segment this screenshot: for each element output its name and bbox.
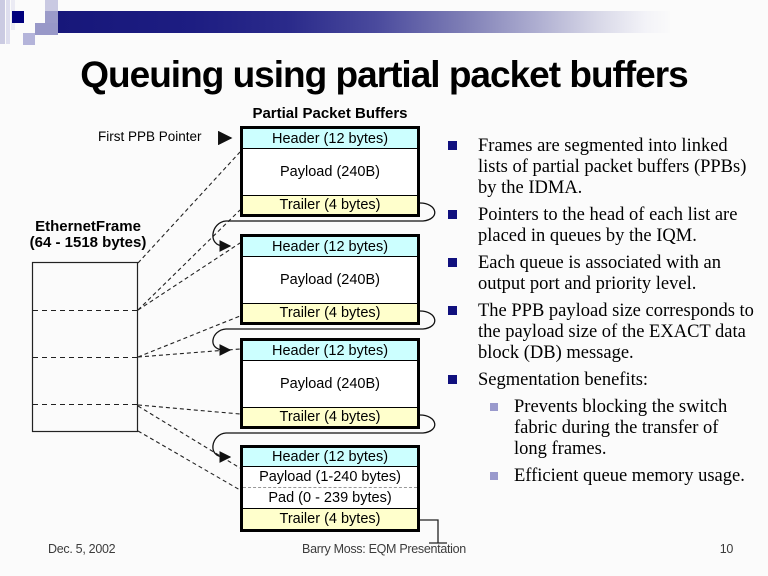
deco-square [12,11,24,23]
bullet-square-icon [448,258,457,267]
bullet-text: Efficient queue memory usage. [514,466,745,486]
bullet-square-icon [448,210,457,219]
ppb4-header-row: Header (12 bytes) [243,448,417,467]
ethernet-frame-label: EthernetFrame (64 - 1518 bytes) [18,219,158,251]
banner-gradient-bar [58,11,670,33]
list-item: Segmentation benefits: [445,370,761,391]
ethernet-frame-box [31,261,139,433]
slide-footer: Dec. 5, 2002 Barry Moss: EQM Presentatio… [0,542,768,558]
bullet-square-icon [448,141,457,150]
ppb-box-3: Header (12 bytes) Payload (240B) Trailer… [240,338,420,429]
ppb3-payload-row: Payload (240B) [243,361,417,408]
sub-bullet-square-icon [490,472,498,480]
ppb1-payload-row: Payload (240B) [243,149,417,196]
bullet-text: Prevents blocking the switch fabric duri… [514,397,728,459]
footer-page-number: 10 [719,542,734,556]
bullet-text: Pointers to the head of each list are pl… [478,205,738,246]
ppb1-header-row: Header (12 bytes) [243,129,417,149]
bullet-square-icon [448,306,457,315]
deco-square [45,0,58,11]
ppb1-trailer-row: Trailer (4 bytes) [243,196,417,214]
partial-packet-buffers-label: Partial Packet Buffers [252,105,408,122]
bullet-list: Frames are segmented into linked lists o… [445,136,761,493]
ethernet-frame-label-line2: (64 - 1518 bytes) [29,234,147,251]
deco-stripe [6,0,10,44]
list-item-sub: Efficient queue memory usage. [487,466,755,487]
footer-presentation-title: Barry Moss: EQM Presentation [302,542,466,556]
ppb4-payload-row: Payload (1-240 bytes) [243,467,417,488]
deco-square [35,23,58,35]
list-item-sub: Prevents blocking the switch fabric duri… [487,397,755,460]
page-title: Queuing using partial packet buffers [80,54,689,95]
deco-square [23,33,35,45]
ppb4-pad-row: Pad (0 - 239 bytes) [243,488,417,509]
list-terminator-icon [420,519,447,544]
ethernet-frame-dividers [33,310,137,405]
ppb-box-1: Header (12 bytes) Payload (240B) Trailer… [240,126,420,217]
ppb3-trailer-row: Trailer (4 bytes) [243,408,417,426]
deco-stripe [0,0,5,44]
ppb-box-4: Header (12 bytes) Payload (1-240 bytes) … [240,445,420,532]
ppb2-header-row: Header (12 bytes) [243,237,417,257]
bullet-square-icon [448,375,457,384]
list-item: Each queue is associated with an output … [445,253,761,295]
ppb2-payload-row: Payload (240B) [243,257,417,304]
bullet-text: The PPB payload size corresponds to the … [478,301,754,363]
bullet-text: Frames are segmented into linked lists o… [478,136,747,198]
list-item: Pointers to the head of each list are pl… [445,205,761,247]
bullet-text: Each queue is associated with an output … [478,253,721,294]
ppb4-trailer-row: Trailer (4 bytes) [243,509,417,529]
ppb-box-2: Header (12 bytes) Payload (240B) Trailer… [240,234,420,325]
list-item: The PPB payload size corresponds to the … [445,301,761,364]
sub-bullet-square-icon [490,403,498,411]
list-item: Frames are segmented into linked lists o… [445,136,761,199]
ppb3-header-row: Header (12 bytes) [243,341,417,361]
ppb2-trailer-row: Trailer (4 bytes) [243,304,417,322]
bullet-text: Segmentation benefits: [478,370,649,390]
ethernet-frame-label-line1: EthernetFrame [35,218,141,235]
first-ppb-pointer-label: First PPB Pointer [98,129,202,144]
segment-mapping-lines [137,151,241,491]
footer-date: Dec. 5, 2002 [48,542,116,556]
